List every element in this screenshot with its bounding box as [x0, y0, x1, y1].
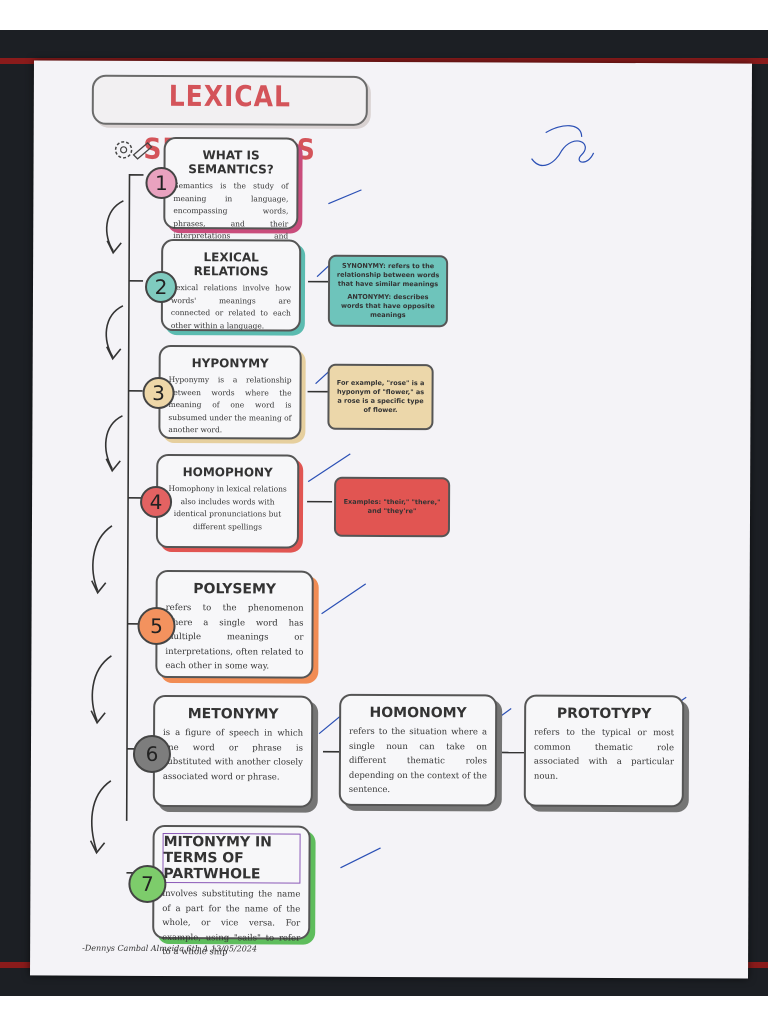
card-hyponymy: HYPONYMY Hyponymy is a relationship betw…: [158, 344, 302, 440]
card-heading: PROTOTYPY: [556, 705, 652, 723]
card-body: refers to the phenomenon where a single …: [165, 603, 304, 672]
step-number-2: 2: [144, 270, 178, 304]
note-text: For example, "rose" is a hyponym of "flo…: [336, 378, 425, 415]
gear-icon: [114, 141, 153, 160]
card-body: Lexical relations involve how words' mea…: [170, 283, 292, 330]
card-heading: METONYMY: [187, 706, 279, 723]
card-heading: LEXICAL RELATIONS: [193, 250, 269, 279]
step-number-6: 6: [132, 734, 172, 774]
card-polysemy: POLYSEMY refers to the phenomenon where …: [155, 569, 314, 679]
card-heading: MITONYMY IN TERMS OF PARTWHOLE: [162, 833, 301, 884]
card-heading: HOMOPHONY: [182, 465, 273, 480]
card-heading: HOMONOMY: [369, 704, 467, 722]
card-body: Hyponymy is a relationship between words…: [168, 375, 292, 435]
step-number-7: 7: [128, 864, 167, 904]
card-body: refers to the typical or most common the…: [533, 727, 675, 782]
note-synonymy-antonymy: SYNONYMY: refers to the relationship bet…: [327, 254, 449, 328]
step-number-4: 4: [140, 485, 173, 519]
card-mitonymy: MITONYMY IN TERMS OF PARTWHOLE involves …: [152, 824, 311, 957]
card-heading: WHAT IS SEMANTICS?: [188, 148, 274, 177]
note-text: Examples: "their," "there," and "they're…: [343, 497, 441, 516]
card-body: refers to the situation where a single n…: [348, 726, 488, 795]
card-lexical-relations: LEXICAL RELATIONS Lexical relations invo…: [160, 238, 302, 332]
step-number-1: 1: [145, 166, 178, 200]
card-heading: HYPONYMY: [191, 356, 269, 371]
note-synonymy: SYNONYMY: refers to the relationship bet…: [336, 261, 440, 289]
card-homophony: HOMOPHONY Homophony in lexical relations…: [155, 453, 300, 549]
card-body: is a figure of speech in which one word …: [162, 728, 304, 783]
card-metonymy: METONYMY is a figure of speech in which …: [152, 694, 314, 808]
author-footer: -Dennys Cambal Almeida 6th A 13/05/2024: [82, 943, 258, 954]
note-hyponym-example: For example, "rose" is a hyponym of "flo…: [327, 363, 434, 431]
paper-sheet: LEXICAL SEMANTICS WHAT IS SEM: [30, 60, 752, 979]
step-number-3: 3: [142, 376, 175, 410]
note-homophone-example: Examples: "their," "there," and "they're…: [333, 476, 451, 538]
step-number-5: 5: [137, 606, 176, 646]
card-heading: POLYSEMY: [193, 581, 277, 598]
note-antonymy: ANTONYMY: describes words that have oppo…: [341, 292, 435, 320]
card-homonomy: HOMONOMY refers to the situation where a…: [338, 693, 498, 807]
card-body: Homophony in lexical relations also incl…: [168, 484, 287, 531]
card-prototypy: PROTOTYPY refers to the typical or most …: [523, 694, 685, 808]
card-what-is-semantics: WHAT IS SEMANTICS? Semantics is the stud…: [163, 137, 299, 253]
